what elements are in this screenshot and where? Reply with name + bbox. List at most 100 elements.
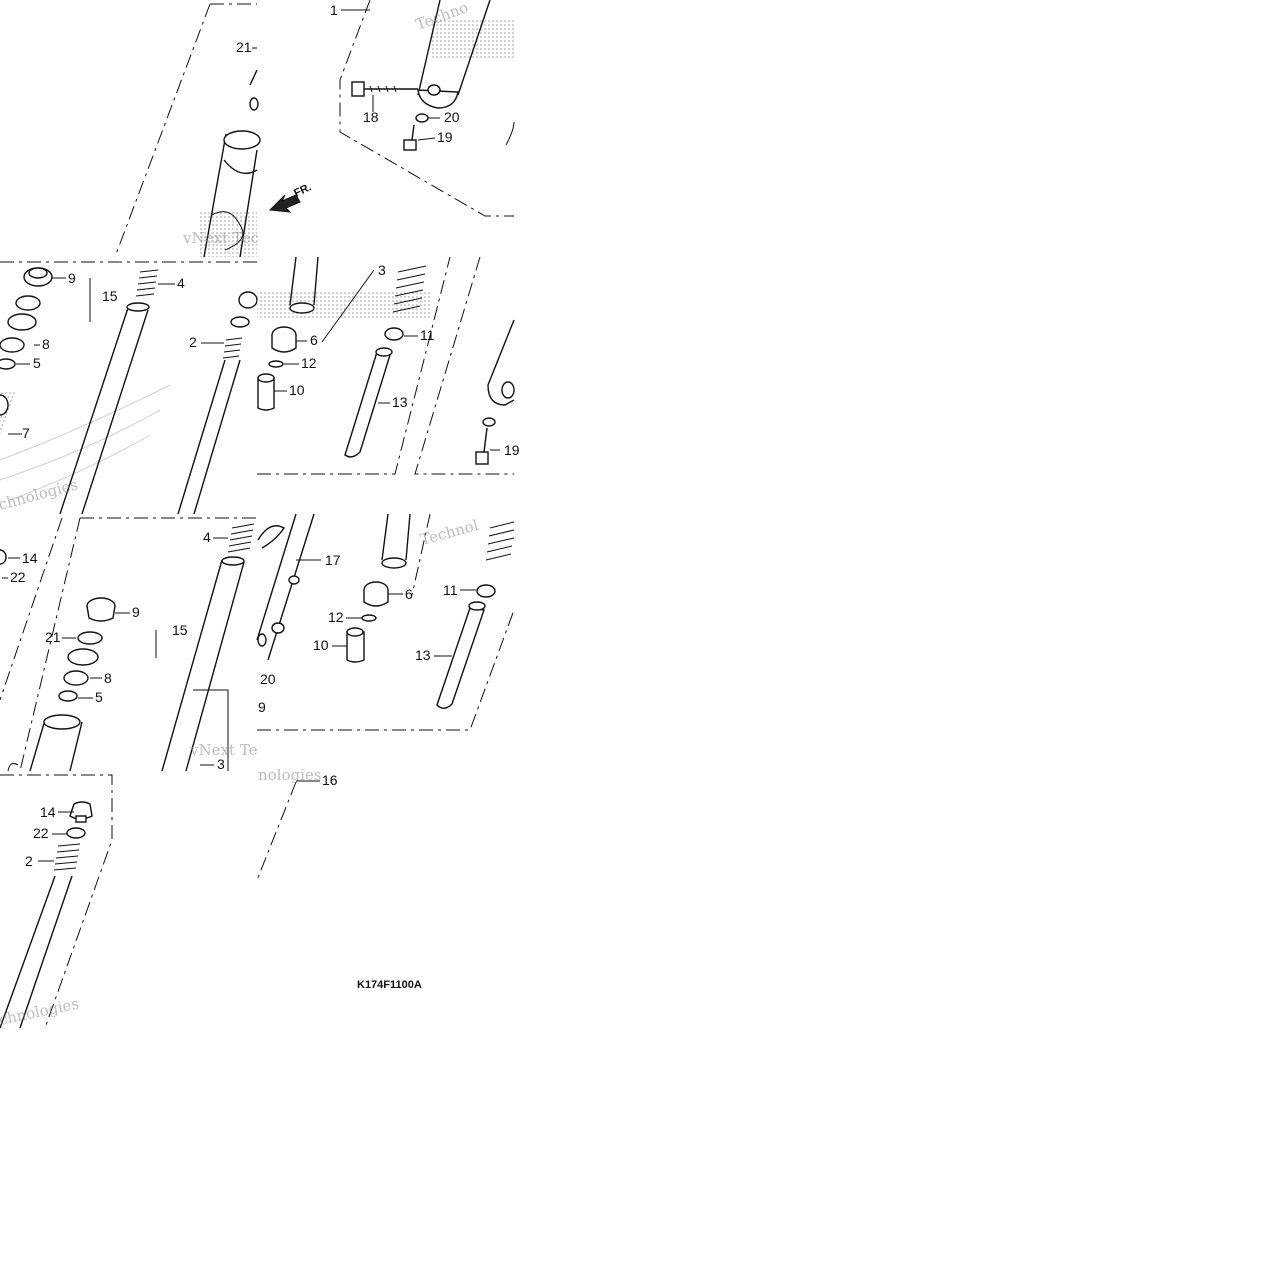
- callout-label: 2: [189, 334, 197, 350]
- boundary-3: [193, 689, 229, 771]
- callout-label: 13: [415, 647, 431, 663]
- tile-d: [257, 256, 515, 475]
- assembly-boundary: [0, 517, 257, 772]
- stop-ring: [268, 360, 284, 368]
- callout-label: 3: [378, 262, 386, 278]
- inner-tube-2: [161, 556, 245, 772]
- fork-spring-2: [227, 523, 255, 553]
- tile-f: Technol: [256, 513, 515, 731]
- spring-right: [177, 291, 258, 515]
- callout-label: 20: [444, 109, 460, 125]
- o-ring: [66, 827, 86, 839]
- callout-label: 19: [437, 129, 453, 145]
- drain-bolt-left: [0, 549, 7, 565]
- tile-e: vNext Te: [0, 517, 258, 772]
- callout-label: 11: [443, 582, 458, 598]
- callout-label: 21: [236, 39, 252, 55]
- callout-label: 22: [10, 569, 26, 585]
- spring-stack: [0, 843, 81, 1029]
- callout-label: 4: [177, 275, 185, 291]
- wing-logo: [0, 384, 171, 501]
- oil-lock-piece-2: [346, 627, 365, 663]
- callout-label: 7: [22, 425, 30, 441]
- piston-ring-2: [476, 584, 496, 598]
- oil-seal-stack: [0, 267, 53, 416]
- callout-leader: [417, 137, 436, 141]
- direction-label: FR.: [292, 181, 313, 199]
- callout-label: 3: [217, 756, 225, 772]
- axle-pinch-bolt: [351, 81, 418, 97]
- watermark-text: vNext Te: [189, 741, 258, 759]
- callout-label: 21: [45, 629, 61, 645]
- tile-c: chnologies: [0, 261, 258, 515]
- callout-leader: [321, 269, 375, 343]
- fork-spring: [135, 269, 159, 297]
- halftone-shading: [200, 210, 257, 257]
- rebound-spring: [392, 265, 427, 313]
- callout-label: 9: [68, 270, 76, 286]
- inner-tube: [59, 302, 150, 515]
- callout-label: 15: [102, 288, 118, 304]
- oil-seal-stack-2: [58, 597, 116, 702]
- fork-piston-2: [436, 601, 486, 709]
- callout-label: 20: [260, 671, 276, 687]
- assembly-boundary: [0, 774, 113, 1029]
- rebound-spring-2: [485, 521, 515, 561]
- oil-lock-piece: [257, 373, 275, 411]
- callout-label: 12: [328, 609, 344, 625]
- callout-label: 9: [132, 604, 140, 620]
- watermark-text: vNext Tec: [182, 229, 259, 247]
- callout-label: 8: [104, 670, 112, 686]
- watermark-text: Technol: [418, 516, 480, 549]
- halftone-shading: [257, 290, 432, 320]
- watermark-text: chnologies: [0, 994, 81, 1029]
- callout-label: 15: [172, 622, 188, 638]
- callout-label: 5: [95, 689, 103, 705]
- fr-arrow: [268, 194, 301, 213]
- callout-label: 10: [313, 637, 329, 653]
- callout-label: 22: [33, 825, 49, 841]
- tile-h: nologies: [256, 766, 322, 881]
- piston-ring: [384, 327, 404, 341]
- assembly-boundary: [257, 513, 515, 731]
- fork-piston: [344, 347, 393, 458]
- callout-label: 19: [504, 442, 520, 458]
- bottom-case-right: [475, 319, 515, 465]
- tile-g: chnologies: [0, 774, 113, 1029]
- slide-bushing-2: [363, 581, 389, 607]
- watermark-text: chnologies: [0, 475, 80, 513]
- drain-bolt: [69, 801, 93, 823]
- callout-label: 2: [25, 853, 33, 869]
- callout-label: 4: [203, 529, 211, 545]
- callout-label: 6: [405, 586, 413, 602]
- socket-bolt: [403, 113, 429, 151]
- stop-ring-2: [361, 614, 377, 622]
- tile-a: vNext Tec: [114, 3, 261, 258]
- callout-label: 12: [301, 355, 317, 371]
- upper-tube-2: [381, 513, 411, 569]
- tile-b: Techno: [268, 0, 515, 217]
- watermark-text: nologies: [258, 766, 322, 784]
- callout-label: 16: [322, 772, 338, 788]
- callout-label: 9: [258, 699, 266, 715]
- assembly-boundary: [339, 0, 514, 217]
- slider-top: [7, 714, 83, 772]
- fork-tube: [203, 69, 261, 258]
- callout-label: 17: [325, 552, 341, 568]
- assembly-boundary: [257, 256, 514, 475]
- callout-label: 10: [289, 382, 305, 398]
- assembly-boundary: [114, 3, 257, 258]
- callout-label: 1: [330, 2, 338, 18]
- fork-bottom-case: [417, 0, 515, 146]
- callout-label: 5: [33, 355, 41, 371]
- callout-label: 8: [42, 336, 50, 352]
- callout-label: 18: [363, 109, 379, 125]
- assembly-boundary: [256, 781, 297, 881]
- fork-slider-17: [256, 513, 315, 661]
- callout-label: 14: [40, 804, 56, 820]
- callout-label: 14: [22, 550, 38, 566]
- callout-label: 11: [420, 327, 435, 343]
- callout-label: 13: [392, 394, 408, 410]
